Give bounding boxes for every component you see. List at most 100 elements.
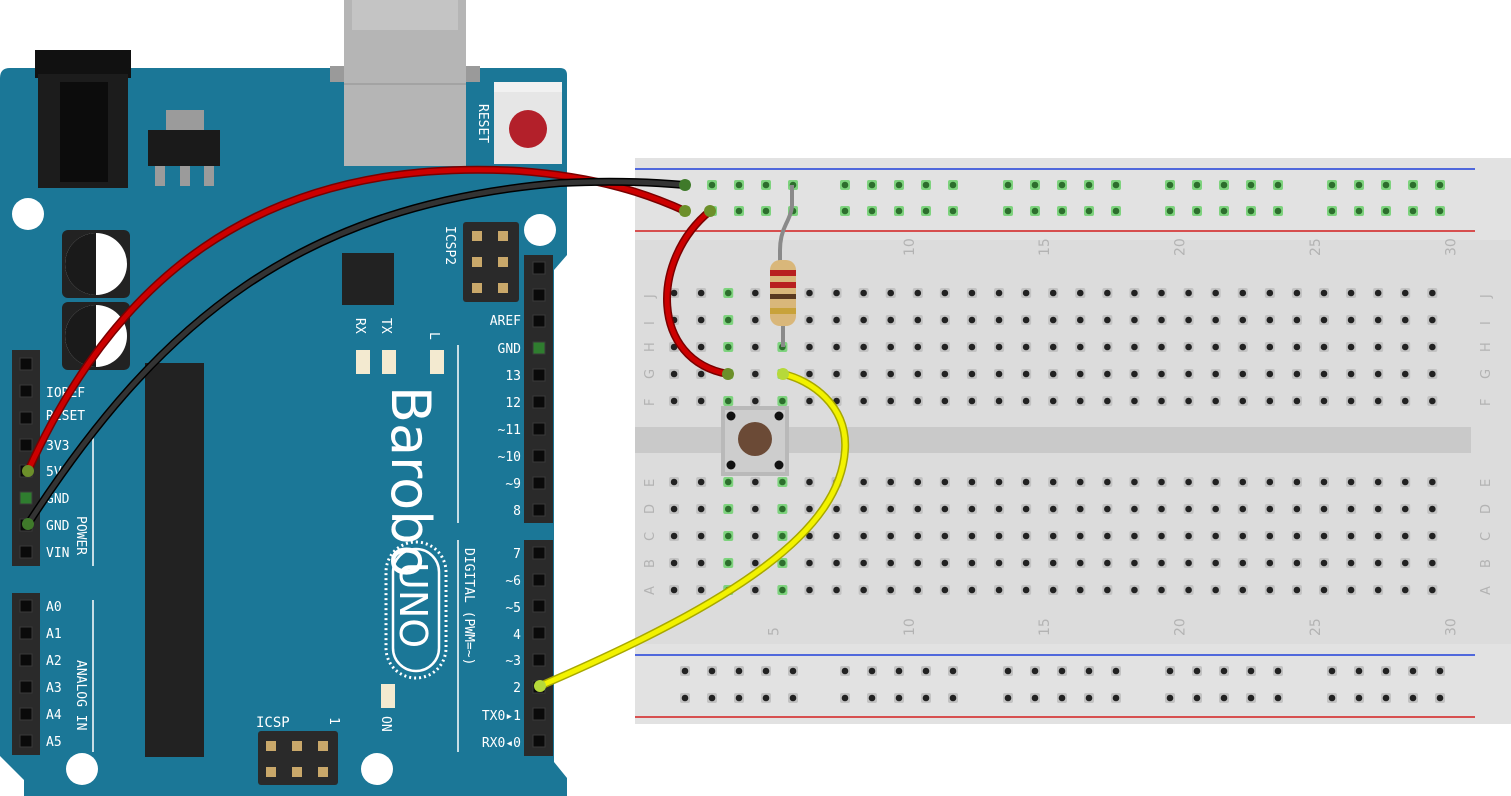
header-pin: [19, 357, 33, 371]
row-letter: H: [643, 342, 658, 352]
column-number-bottom: 5: [766, 627, 782, 636]
mounting-hole: [361, 753, 393, 785]
digital-pin-label: ~10: [498, 450, 521, 465]
header-pin: [532, 314, 546, 328]
header-pin: [532, 599, 546, 613]
l-label: L: [426, 332, 441, 340]
voltage-regulator: [148, 110, 220, 186]
column-number-bottom: 30: [1443, 618, 1459, 636]
wire-end: [722, 368, 734, 380]
header-pin: [19, 384, 33, 398]
icsp-pin: [292, 741, 302, 751]
column-number-top: 15: [1037, 238, 1053, 256]
column-number-bottom: 25: [1308, 618, 1324, 636]
header-pin: [532, 261, 546, 275]
row-letter: I: [643, 321, 658, 325]
icsp2-label: ICSP2: [442, 226, 457, 265]
header-pin: [532, 368, 546, 382]
uno-logo: UNO: [384, 540, 448, 680]
row-letter: I: [1479, 321, 1494, 325]
rx-label: RX: [352, 318, 367, 334]
analog-pin-label: A0: [46, 600, 62, 615]
row-letter: H: [1479, 342, 1494, 352]
icsp2-pin: [472, 283, 482, 293]
wire-end: [22, 518, 34, 530]
wire-gnd-to-ground-rail: [24, 177, 689, 528]
row-letter: B: [643, 559, 658, 568]
arduino-board: RESET ICSP2 RX TX L Barobo UNO ON ICSP 1: [0, 0, 567, 796]
digital-pin-label: ~3: [505, 654, 521, 669]
l-led: [430, 350, 444, 374]
analog-pin-label: A3: [46, 681, 62, 696]
power-pin-label: GND: [46, 492, 70, 507]
row-letter: D: [643, 504, 658, 514]
row-letter: E: [643, 479, 658, 487]
mounting-hole: [524, 214, 556, 246]
mounting-hole: [66, 753, 98, 785]
row-letter: G: [643, 369, 658, 379]
wire-end: [777, 368, 789, 380]
column-number-top: 20: [1173, 238, 1189, 256]
row-letter: C: [1479, 532, 1494, 541]
header-pin: [532, 288, 546, 302]
analog-pin-label: A4: [46, 708, 62, 723]
header-pin: [19, 599, 33, 613]
column-number-top: 30: [1443, 238, 1459, 256]
header-pin: [532, 449, 546, 463]
digital-pin-label: 2: [513, 681, 521, 696]
header-pin: [19, 438, 33, 452]
model-text: UNO: [391, 562, 435, 648]
column-number-bottom: 10: [902, 618, 918, 636]
header-pin: [532, 653, 546, 667]
reset-label: RESET: [475, 104, 490, 143]
header-pin: [19, 491, 33, 505]
on-label: ON: [378, 716, 393, 732]
header-pin: [532, 422, 546, 436]
header-pin: [19, 707, 33, 721]
header-pin: [532, 707, 546, 721]
tx-label: TX: [378, 318, 393, 334]
digital-pin-label: 8: [513, 504, 521, 519]
resistor: [770, 185, 796, 347]
icsp-pin: [318, 767, 328, 777]
pcb: [0, 68, 567, 796]
usb-connector: [330, 0, 480, 166]
digital-pin-label: ~6: [505, 574, 521, 589]
analog-header: [12, 593, 40, 755]
header-pin: [532, 573, 546, 587]
power-pin-label: 3V3: [46, 439, 69, 454]
column-number-bottom: 20: [1173, 618, 1189, 636]
icsp-header: [258, 731, 338, 785]
analog-pin-label: A5: [46, 735, 62, 750]
column-number-bottom: 15: [1037, 618, 1053, 636]
icsp2-pin: [498, 283, 508, 293]
power-pin-label: GND: [46, 519, 70, 534]
digital-pin-label: 12: [505, 396, 521, 411]
row-letter: G: [1479, 369, 1494, 379]
capacitor: [62, 302, 130, 370]
pushbutton[interactable]: [721, 406, 789, 476]
header-pin: [532, 626, 546, 640]
digital-pin-label: ~5: [505, 601, 521, 616]
row-letter: A: [1479, 586, 1494, 595]
digital-section-label: DIGITAL (PWM=~): [461, 548, 476, 665]
mounting-hole: [12, 198, 44, 230]
header-pin: [532, 341, 546, 355]
icsp-pin: [292, 767, 302, 777]
digital-pin-label: AREF: [490, 314, 521, 329]
header-pin: [19, 734, 33, 748]
row-letter: B: [1479, 559, 1494, 568]
row-letter: C: [643, 532, 658, 541]
digital-pin-label: 13: [505, 369, 521, 384]
reset-button[interactable]: [494, 82, 562, 164]
icsp-pin: [266, 767, 276, 777]
row-letter: J: [643, 294, 658, 299]
digital-pin-label: 7: [513, 547, 521, 562]
digital-pin-label: TX0▸1: [482, 709, 521, 724]
digital-pin-label: ~9: [505, 477, 521, 492]
header-pin: [532, 395, 546, 409]
wire-end: [679, 205, 691, 217]
header-pin: [19, 545, 33, 559]
column-number-top: 25: [1308, 238, 1324, 256]
on-led: [381, 684, 395, 708]
